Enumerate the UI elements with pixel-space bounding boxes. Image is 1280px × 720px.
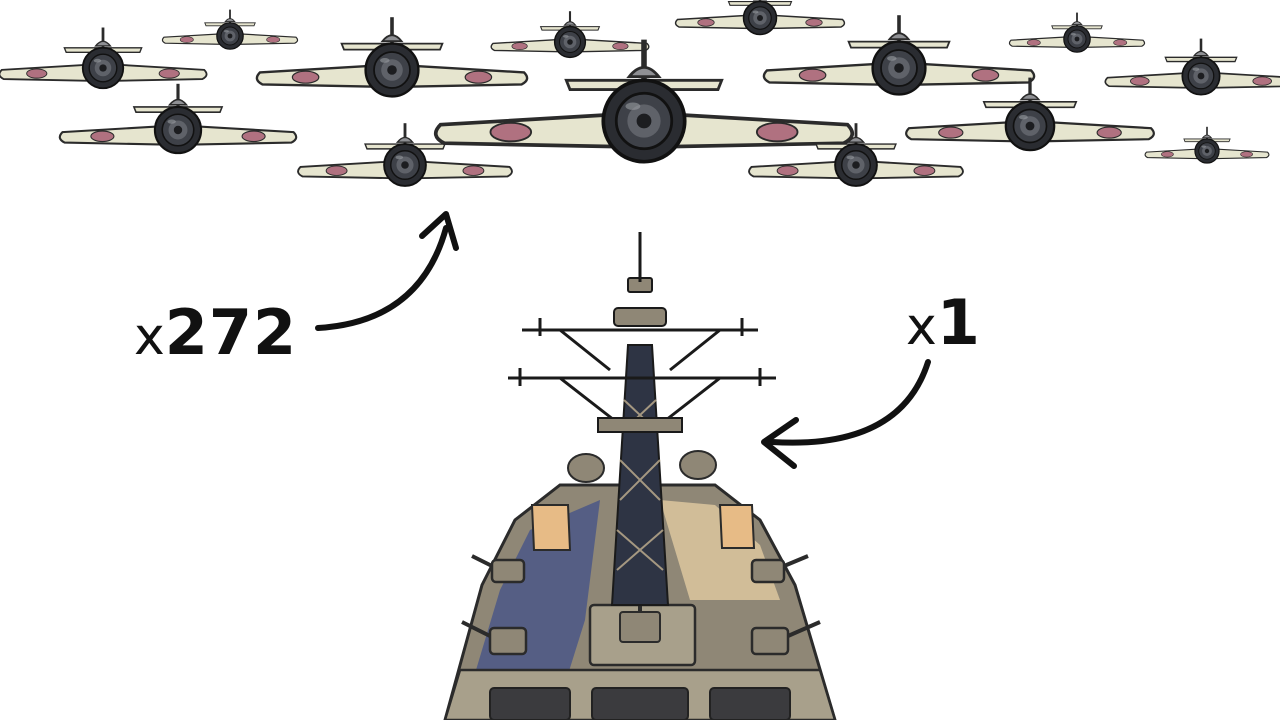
plane-count-prefix: x <box>134 307 165 367</box>
fighter-plane-icon <box>1144 125 1270 164</box>
destroyer-ship-icon <box>443 232 837 720</box>
fighter-plane-icon <box>161 8 299 51</box>
curved-arrow-icon <box>315 211 459 331</box>
fighter-plane-icon <box>674 0 846 36</box>
plane-count-label: x272 <box>134 302 297 364</box>
plane-count-value: 272 <box>164 296 298 369</box>
ship-count-label: x1 <box>906 292 981 354</box>
fighter-plane-icon <box>490 10 650 59</box>
fighter-plane-icon <box>436 40 853 162</box>
fighter-plane-icon <box>1008 11 1146 54</box>
plane-formation <box>0 0 1280 188</box>
ship-count-value: 1 <box>936 286 981 359</box>
fighter-plane-icon <box>255 15 529 99</box>
fighter-plane-icon <box>58 82 298 155</box>
fighter-plane-icon <box>904 75 1156 152</box>
curved-arrow-icon <box>761 359 931 469</box>
fighter-plane-icon <box>1104 37 1280 96</box>
ship-count-prefix: x <box>906 297 937 357</box>
